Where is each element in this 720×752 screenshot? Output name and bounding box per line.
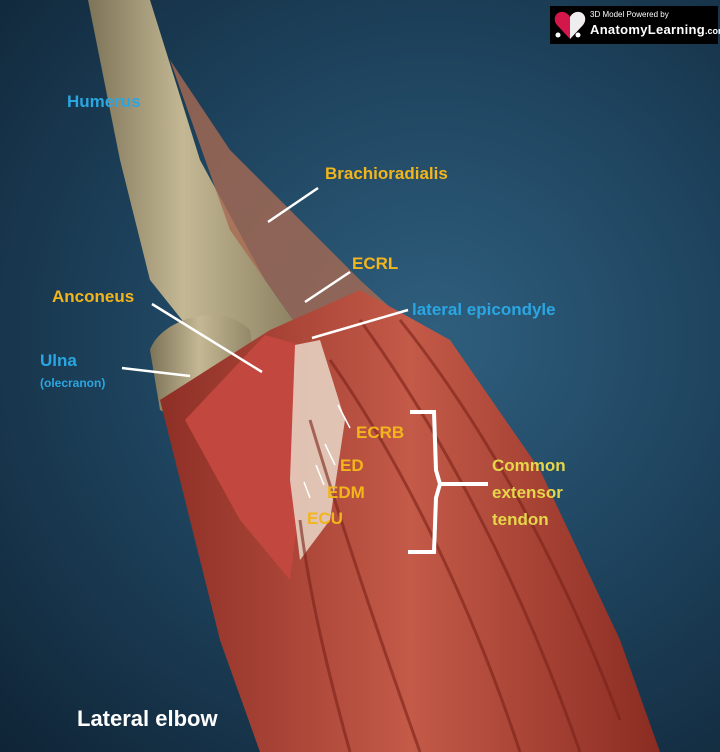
label-ecu: ECU xyxy=(307,509,343,528)
label-common-extensor-tendon: Common extensor tendon xyxy=(492,452,566,533)
label-ecrb: ECRB xyxy=(356,423,405,442)
label-brachioradialis: Brachioradialis xyxy=(325,164,448,183)
common-extensor-tendon xyxy=(290,340,345,560)
leader-lines xyxy=(121,186,409,499)
logo-brand-name: AnatomyLearning xyxy=(590,22,706,37)
label-edm: EDM xyxy=(327,483,365,502)
logo-suffix: .com xyxy=(705,26,720,36)
label-line: extensor xyxy=(492,483,563,502)
anconeus-muscle xyxy=(185,335,300,580)
label-line: Common xyxy=(492,456,566,475)
humerus-bone xyxy=(88,0,300,350)
label-olecranon: (olecranon) xyxy=(40,376,106,390)
logo-brand: AnatomyLearning.com xyxy=(590,22,720,37)
label-line: tendon xyxy=(492,510,549,529)
label-anconeus: Anconeus xyxy=(52,287,135,306)
label-ulna: Ulna xyxy=(40,351,77,370)
label-lateral-epicondyle: lateral epicondyle xyxy=(412,300,556,319)
heart-logo-icon xyxy=(554,11,586,40)
anatomylearning-logo: 3D Model Powered by AnatomyLearning.com xyxy=(550,6,720,44)
label-humerus: Humerus xyxy=(67,92,141,111)
logo-tagline: 3D Model Powered by xyxy=(590,10,669,19)
forearm-muscles xyxy=(160,290,660,752)
muscle-stripes xyxy=(298,319,622,752)
label-ecrl: ECRL xyxy=(352,254,399,273)
tendon-bracket xyxy=(408,410,488,554)
diagram-title: Lateral elbow xyxy=(77,706,218,731)
label-ed: ED xyxy=(340,456,364,475)
